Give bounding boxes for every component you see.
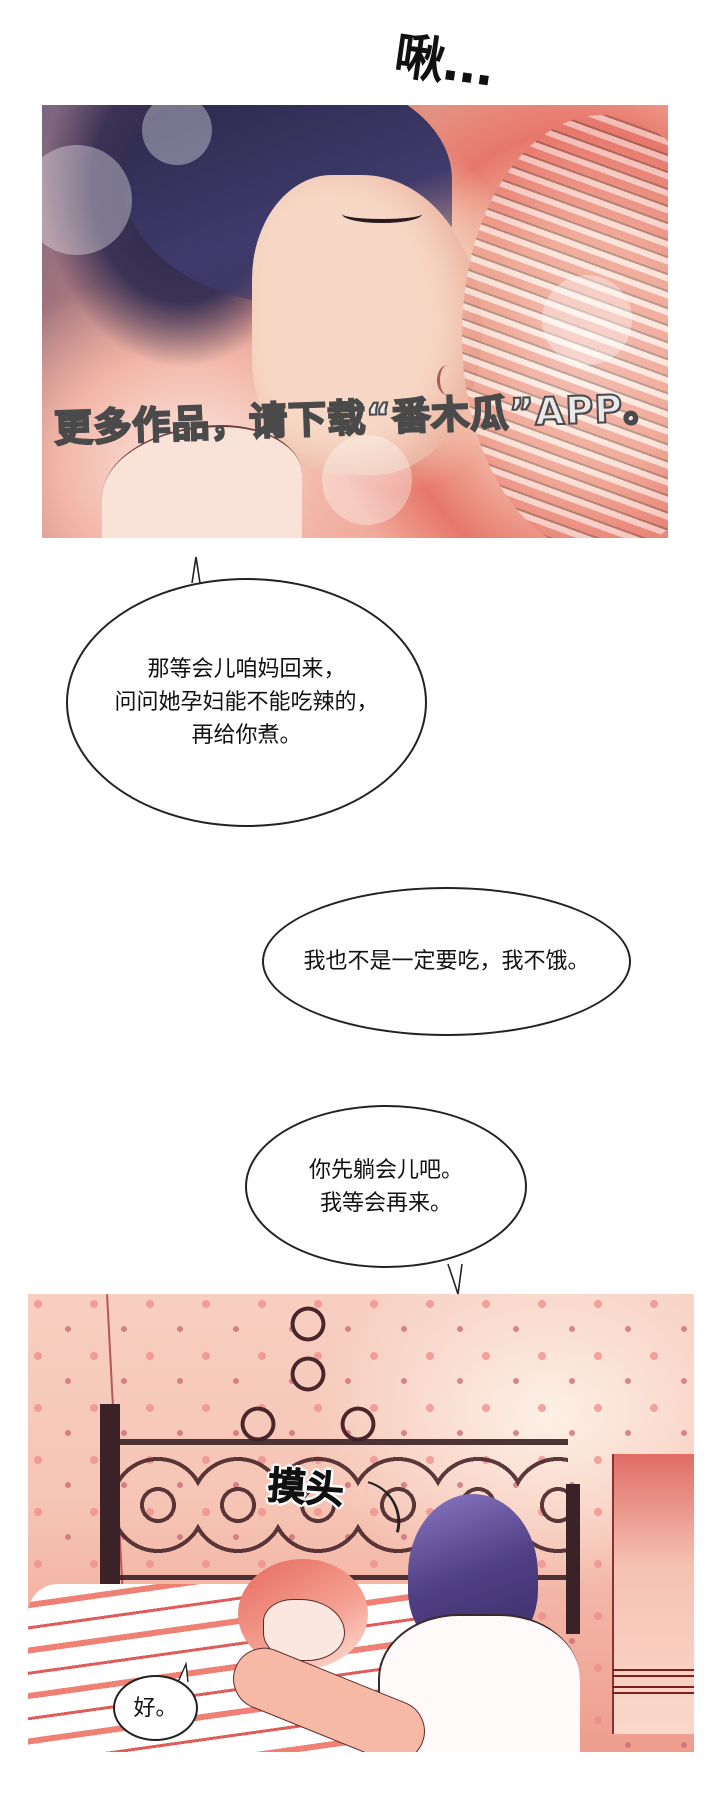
man-face-art [252, 175, 482, 475]
sfx-pat-head-text: 摸头 [266, 1463, 346, 1513]
bed-post-right [566, 1484, 580, 1634]
sfx-kiss-text: 啾... [390, 26, 497, 98]
bokeh-circle [322, 435, 412, 525]
bubble-1-line-1: 那等会儿咱妈回来， [147, 657, 346, 682]
speech-bubble-1: 那等会儿咱妈回来， 问问她孕妇能不能吃辣的， 再给你煮。 [66, 578, 427, 827]
bubble-4-line-1: 好。 [133, 1695, 178, 1721]
bokeh-circle [542, 275, 632, 365]
bubble-3-line-2: 我等会再来。 [319, 1190, 452, 1216]
bubble-3-line-1: 你先躺会儿吧。 [308, 1157, 463, 1183]
comic-panel-kiss: 更多作品，请下载“番木瓜”APP。 [42, 105, 668, 538]
bokeh-circle [42, 145, 132, 255]
furniture-trim [612, 1669, 694, 1677]
speech-bubble-2: 我也不是一定要吃，我不饿。 [262, 887, 631, 1036]
headboard-crest-art [228, 1294, 388, 1464]
furniture-trim [612, 1686, 694, 1694]
bubble-tail [447, 1262, 463, 1295]
speech-bubble-4: 好。 [113, 1675, 198, 1741]
speech-bubble-3: 你先躺会儿吧。 我等会再来。 [245, 1105, 527, 1268]
bubble-2-line-1: 我也不是一定要吃，我不饿。 [303, 949, 590, 974]
lips-art [437, 365, 458, 395]
bubble-1-line-3: 再给你煮。 [191, 723, 302, 748]
bubble-1-line-2: 问问她孕妇能不能吃辣的， [114, 690, 379, 715]
bubble-tail [177, 1662, 189, 1683]
comic-panel-bedroom [28, 1294, 694, 1752]
bubble-tail [191, 556, 201, 584]
bokeh-circle [142, 105, 212, 165]
closed-eye-art [342, 205, 422, 223]
